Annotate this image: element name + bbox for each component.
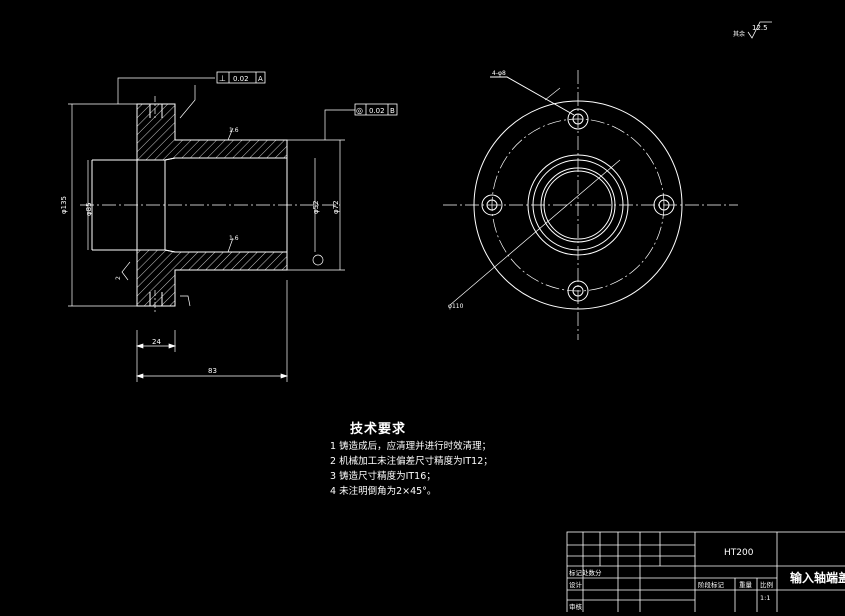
section-view [80, 96, 340, 314]
cell-weight: 重量 [739, 581, 753, 589]
tech-req-item: 4 未注明倒角为2×45°。 [330, 486, 437, 497]
svg-text:B: B [390, 107, 395, 115]
material-text: HT200 [724, 548, 754, 558]
svg-text:0.02: 0.02 [369, 107, 385, 115]
dim-outer-flange: φ135 [60, 196, 68, 214]
svg-text:其余: 其余 [733, 30, 745, 38]
cell-scale: 比例 [760, 580, 773, 589]
title-block [566, 531, 845, 616]
tech-req-title: 技术要求 [350, 422, 407, 437]
row-label-2: 设计 [569, 580, 583, 589]
svg-text:0.02: 0.02 [233, 75, 249, 83]
dim-holes: 4-φ8 [492, 70, 506, 77]
end-view [443, 70, 738, 340]
svg-text:A: A [258, 75, 263, 83]
tech-req-list: 1 铸造成后，应清理并进行时效清理； 2 机械加工未注偏差尺寸精度为IT12； … [330, 439, 493, 499]
dim-total-length: 83 [208, 367, 217, 375]
roughness-1: 1.6 [229, 127, 239, 134]
dim-flange-width: 24 [152, 338, 161, 346]
section-dimensions [68, 77, 355, 382]
tech-req-item: 1 铸造成后，应清理并进行时效清理； [330, 441, 492, 452]
scale-value: 1:1 [760, 594, 770, 602]
dim-hub-inner: φ52 [312, 200, 320, 214]
row-label-3: 审核 [569, 602, 583, 611]
dim-hub-outer: φ72 [332, 200, 340, 214]
row-label-1: 标记处数分 [569, 568, 602, 577]
svg-text:◎: ◎ [356, 106, 363, 115]
dim-bore: φ85 [85, 202, 93, 216]
part-name: 输入轴端盖 [790, 570, 845, 585]
cell-stage: 阶段标记 [698, 580, 725, 589]
dim-chamfer: 2 [115, 276, 122, 280]
tech-req-item: 3 铸造尺寸精度为IT16； [330, 471, 436, 482]
roughness-value: 12.5 [752, 24, 768, 32]
dim-pcd: φ110 [448, 303, 464, 310]
roughness-2: 1.6 [229, 235, 239, 242]
gdt-frame-perpendicular: ⊥ 0.02 A [216, 71, 266, 84]
tech-req-item: 2 机械加工未注偏差尺寸精度为IT12； [330, 456, 493, 467]
svg-text:⊥: ⊥ [219, 74, 226, 83]
gdt-frame-concentric: ◎ 0.02 B [354, 103, 398, 116]
roughness-mark-general: 其余 12.5 [733, 21, 772, 39]
